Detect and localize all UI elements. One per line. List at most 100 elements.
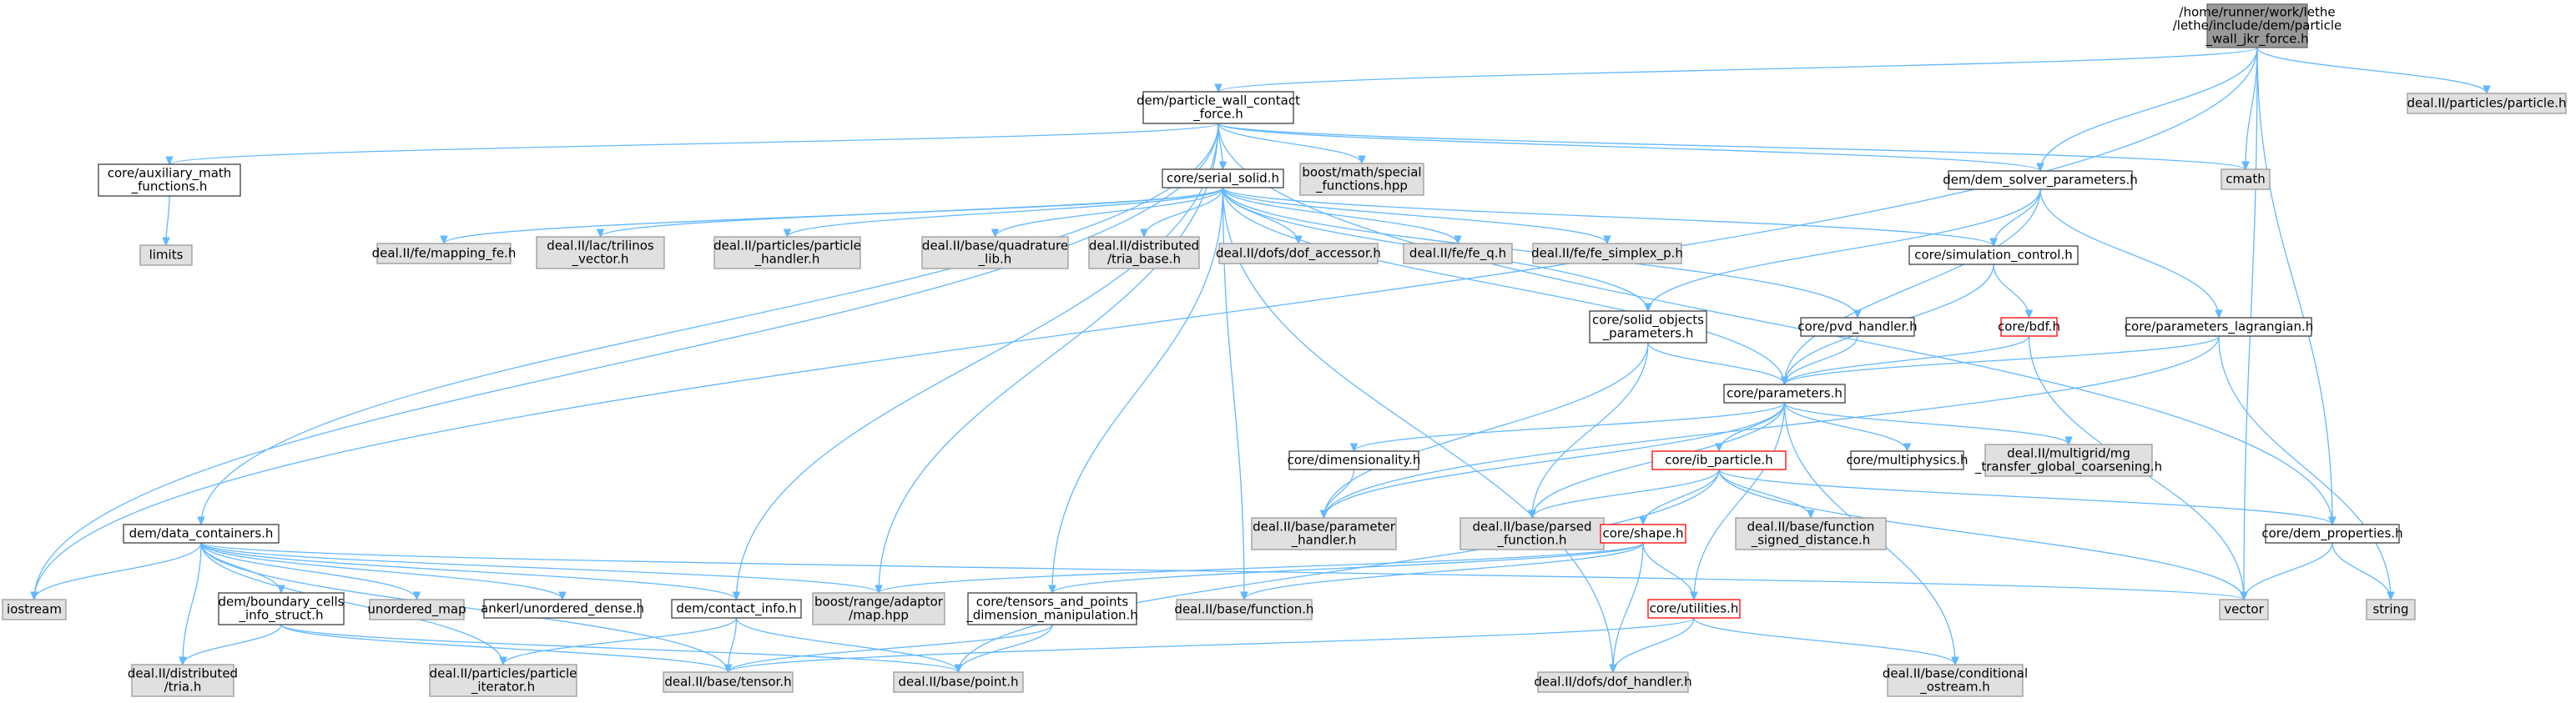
node-label: dem/dem_solver_parameters.h — [1943, 173, 2138, 188]
edge-paramlag-to-params — [1780, 335, 2220, 386]
node-label: _parameters.h — [1602, 326, 1694, 342]
edge-serial-to-dofacc — [1222, 187, 1303, 245]
node-params[interactable]: core/parameters.h — [1723, 384, 1846, 404]
node-box — [1218, 243, 1379, 264]
edge-ibp-to-parsedfn — [1528, 469, 1720, 520]
node-trilinos: deal.II/lac/trilinos_vector.h — [536, 236, 665, 269]
node-box — [713, 236, 861, 269]
edge-shape-to-function — [1240, 542, 1644, 601]
edge-serial-to-pph — [783, 187, 1224, 239]
node-dsp[interactable]: dem/dem_solver_parameters.h — [1943, 170, 2138, 190]
edges-layer — [30, 47, 2491, 674]
node-label: deal.II/base/quadrature — [922, 239, 1068, 254]
node-box — [1850, 450, 1964, 470]
node-label: deal.II/particles/particle — [430, 666, 577, 681]
node-ibp[interactable]: core/ib_particle.h — [1651, 450, 1787, 470]
node-box — [1647, 599, 1741, 619]
node-box — [812, 592, 945, 625]
node-label: _handler.h — [754, 252, 820, 268]
edge-auxm-to-limits — [162, 195, 170, 247]
edge-serial-to-triabase — [1140, 187, 1224, 239]
node-label: cmath — [2226, 172, 2265, 187]
edge-demprops-to-string — [2332, 542, 2395, 601]
node-label: deal.II/dofs/dof_handler.h — [1534, 675, 1691, 690]
node-pvd[interactable]: core/pvd_handler.h — [1797, 317, 1918, 337]
node-simctrl[interactable]: core/simulation_control.h — [1908, 245, 2079, 265]
edge-ibp-to-fsd — [1718, 469, 1815, 520]
node-dimens[interactable]: core/dimensionality.h — [1288, 450, 1421, 470]
node-label: core/pvd_handler.h — [1797, 319, 1917, 335]
edge-ibp-to-shape — [1639, 469, 1720, 526]
node-boostmap: boost/range/adaptor/map.hpp — [812, 592, 945, 625]
node-root[interactable]: /home/runner/work/lethe/lethe/include/de… — [2173, 3, 2342, 48]
node-ankerl[interactable]: ankerl/unordered_dense.h — [481, 599, 644, 619]
node-bcinfo[interactable]: dem/boundary_cells_info_struct.h — [218, 592, 345, 625]
node-point: deal.II/base/point.h — [893, 671, 1024, 693]
node-label: _ostream.h — [1919, 680, 1990, 695]
node-label: core/dem_properties.h — [2261, 526, 2402, 542]
node-auxm[interactable]: core/auxiliary_math_functions.h — [98, 163, 241, 197]
node-shape[interactable]: core/shape.h — [1600, 524, 1686, 544]
node-pwc[interactable]: dem/particle_wall_contact_force.h — [1137, 91, 1300, 124]
edge-utilities-to-tensor — [723, 617, 1695, 674]
node-label: unordered_map — [367, 602, 466, 618]
node-box — [671, 599, 802, 619]
edge-pwc-to-continfo — [732, 123, 1219, 601]
edge-params-to-dimens — [1349, 402, 1786, 453]
node-datacont[interactable]: dem/data_containers.h — [123, 524, 280, 544]
node-label: deal.II/particles/particle — [713, 239, 861, 254]
node-paramlag[interactable]: core/parameters_lagrangian.h — [2125, 317, 2313, 337]
node-fesimplex: deal.II/fe/fe_simplex_p.h — [1531, 243, 1683, 264]
node-label: _vector.h — [572, 252, 629, 268]
node-label: _wall_jkr_force.h — [2205, 32, 2308, 48]
node-label: deal.II/base/parameter — [1253, 520, 1396, 535]
node-label: dem/data_containers.h — [129, 526, 274, 542]
node-label: core/shape.h — [1602, 526, 1683, 541]
edge-pwc-to-dsp — [1217, 123, 2044, 173]
edge-serial-to-quad — [991, 187, 1224, 239]
node-parsedfn: deal.II/base/parsed_function.h — [1459, 517, 1605, 550]
node-box — [1589, 310, 1707, 344]
node-continfo[interactable]: dem/contact_info.h — [671, 599, 802, 619]
edge-datacont-to-continfo — [200, 542, 741, 601]
node-fsd: deal.II/base/function_signed_distance.h — [1735, 517, 1887, 550]
edge-tensors-to-point — [954, 624, 1053, 674]
node-demprops[interactable]: core/dem_properties.h — [2261, 524, 2403, 544]
node-serial[interactable]: core/serial_solid.h — [1162, 168, 1284, 188]
edge-datacont-to-boostmap — [200, 542, 883, 595]
node-box — [1162, 168, 1284, 188]
node-box — [369, 599, 465, 620]
node-label: core/tensors_and_points — [976, 595, 1129, 610]
edge-dsp-to-params — [1780, 188, 2041, 386]
node-label: string — [2372, 602, 2408, 617]
node-quad: deal.II/base/quadrature_lib.h — [921, 236, 1069, 269]
node-box — [1908, 245, 2079, 265]
edge-root-to-dsp — [2036, 47, 2258, 173]
node-box — [921, 236, 1069, 269]
node-box — [1251, 517, 1397, 550]
edge-pwc-to-boostmap — [875, 123, 1219, 595]
node-tensors[interactable]: core/tensors_and_points_dimension_manipu… — [965, 592, 1138, 625]
node-box — [893, 671, 1024, 693]
edge-pwc-to-datacont — [197, 123, 1219, 526]
node-limits: limits — [139, 244, 193, 266]
edge-serial-to-params — [1222, 187, 1789, 386]
node-label: core/serial_solid.h — [1167, 171, 1279, 187]
node-label: boost/range/adaptor — [814, 595, 944, 610]
edge-pwc-to-auxm — [165, 123, 1219, 166]
edge-pwc-to-cmath — [1217, 123, 2250, 171]
edge-pwc-to-boostmath — [1217, 123, 1366, 165]
node-mgtrans: deal.II/multigrid/mg_transfer_global_coa… — [1974, 444, 2162, 477]
edge-ibp-to-demprops — [1718, 469, 2337, 526]
node-label: deal.II/fe/mapping_fe.h — [372, 246, 517, 262]
node-bdf[interactable]: core/bdf.h — [1998, 317, 2060, 337]
edge-serial-to-trilinos — [596, 187, 1224, 239]
node-dofh: deal.II/dofs/dof_handler.h — [1534, 671, 1692, 693]
node-solidobj[interactable]: core/solid_objects_parameters.h — [1589, 310, 1707, 344]
node-box — [2125, 317, 2312, 337]
node-box — [1142, 91, 1294, 124]
node-box — [1288, 450, 1419, 470]
node-multiph[interactable]: core/multiphysics.h — [1846, 450, 1969, 470]
node-label: deal.II/distributed — [1089, 239, 1199, 254]
node-utilities[interactable]: core/utilities.h — [1647, 599, 1741, 619]
